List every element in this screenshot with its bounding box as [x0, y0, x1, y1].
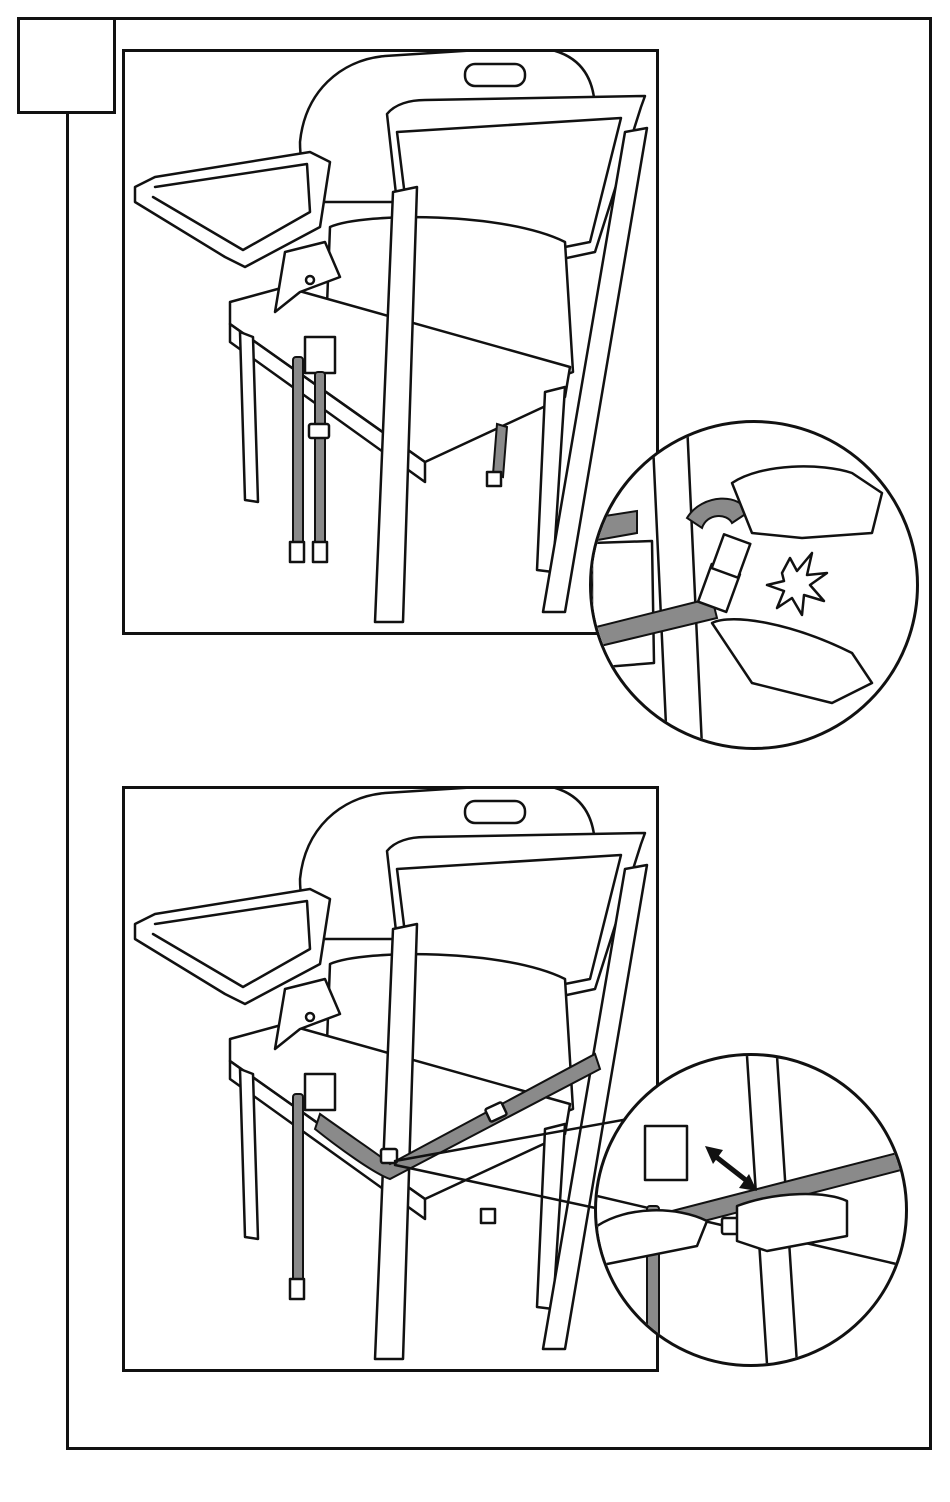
- strap-adjust-detail-callout: [594, 1053, 908, 1367]
- step-number-box: [17, 17, 116, 114]
- buckle-detail-callout: [589, 420, 919, 750]
- chair-leg-rear-left: [240, 1069, 258, 1239]
- chair-booster-drawing-bottom: [125, 789, 656, 1369]
- strap-end-clip-right: [313, 542, 327, 562]
- booster-seat-side: [592, 541, 654, 668]
- strap-adjuster: [309, 424, 329, 438]
- buckle-male: [712, 534, 751, 577]
- hanging-strap-right: [315, 372, 325, 547]
- top-illustration-panel: [122, 49, 659, 635]
- buckle-click-drawing: [592, 423, 916, 747]
- chair-leg-rear-left: [240, 332, 258, 502]
- bottom-illustration-panel: [122, 786, 659, 1372]
- click-burst-icon: [767, 553, 827, 615]
- rear-strap-end: [481, 1209, 495, 1223]
- strap-end-clip-left: [290, 1279, 304, 1299]
- strap-holder-plate: [645, 1126, 687, 1180]
- strap-buckle-top: [305, 1074, 335, 1110]
- strap-tighten-drawing: [597, 1056, 905, 1364]
- double-arrow-icon: [715, 1156, 747, 1181]
- hand-right: [737, 1194, 847, 1251]
- hand-upper: [732, 466, 882, 538]
- hanging-strap-left: [293, 357, 303, 547]
- strap-loop: [687, 499, 747, 528]
- hand-lower: [712, 619, 872, 703]
- strap-end-clip-left: [290, 542, 304, 562]
- chair-booster-drawing-top: [125, 52, 656, 632]
- chair-post-edge-1: [652, 423, 667, 747]
- chair-post-edge-2: [687, 423, 702, 747]
- strap-buckle-top: [305, 337, 335, 373]
- rear-strap: [493, 424, 507, 477]
- hanging-strap-left: [293, 1094, 303, 1284]
